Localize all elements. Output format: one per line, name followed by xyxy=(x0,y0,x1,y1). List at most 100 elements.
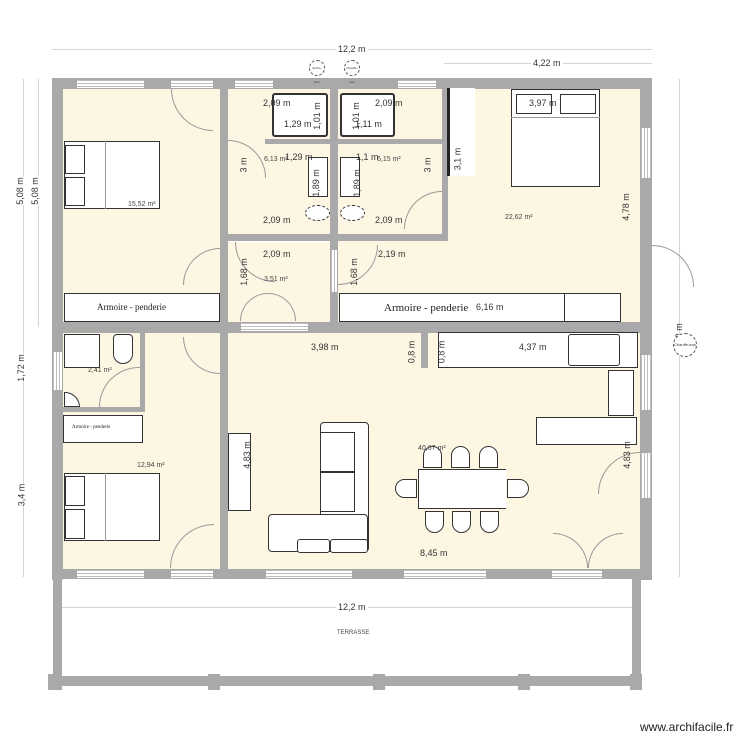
wall-top xyxy=(52,78,652,89)
dim-bath1-top: 1,29 m xyxy=(285,152,313,162)
bathtub-bath2 xyxy=(340,157,360,197)
toilet-wc xyxy=(113,334,133,364)
terrace-post-3 xyxy=(373,674,385,690)
area-bathroom2: 6,15 m² xyxy=(377,156,401,163)
dim-bath1-h: 1,89 m xyxy=(310,169,321,197)
bed-bedroom1-sheet-line xyxy=(105,141,106,209)
wardrobe-bedroom2 xyxy=(63,415,143,443)
window-bedroom3-right[interactable] xyxy=(641,128,651,178)
cooktop xyxy=(568,334,620,366)
dim-bath2-h: 1,89 m xyxy=(351,169,362,197)
dining-chair-left xyxy=(395,479,417,498)
window-bath2-top[interactable] xyxy=(398,80,436,88)
dining-chair-bottom-3 xyxy=(480,511,499,533)
window-living-bottom-1[interactable] xyxy=(266,570,352,578)
dim-shower1-w: 2,09 m xyxy=(263,98,291,108)
dim-hall-w: 2,09 m xyxy=(263,249,291,259)
terrace-wall-right xyxy=(632,578,641,688)
wall-bath-bottom xyxy=(228,234,448,241)
dim-line-left1 xyxy=(23,79,24,577)
wall-bottom xyxy=(52,569,652,579)
dim-wardrobe-w: 6,16 m xyxy=(476,302,504,312)
dim-bedroom3-h: 4,78 m xyxy=(620,193,631,221)
dim-shower2-inner: 1,11 m xyxy=(355,119,382,129)
area-living: 40,67 m² xyxy=(418,445,446,452)
dining-chair-top-1 xyxy=(423,446,442,468)
terrace-wall-bottom xyxy=(52,676,642,686)
dim-hall2-w: 2,19 m xyxy=(378,249,406,259)
dim-shower1-depth: 1,01 m xyxy=(311,102,322,130)
kitchen-island xyxy=(536,417,637,445)
toilet-bath2 xyxy=(340,205,365,221)
dim-bed3-w: 3,97 m xyxy=(529,98,557,108)
window-living-right[interactable] xyxy=(641,453,651,498)
area-wc: 2,41 m² xyxy=(88,367,112,374)
window-bedroom2-bottom-1[interactable] xyxy=(77,570,144,578)
kitchen-sink xyxy=(608,370,634,416)
dim-pillar1: 0,8 m xyxy=(406,340,417,364)
dim-kitchen-w: 4,37 m xyxy=(519,342,547,352)
bed-bedroom3-pillow-1 xyxy=(516,94,552,114)
dim-living-left-h: 4,83 m xyxy=(241,441,252,469)
window-wc-left[interactable] xyxy=(53,352,62,390)
window-hall-bottom[interactable] xyxy=(241,323,308,331)
dim-left-outer-2: 5,08 m xyxy=(29,177,40,205)
window-bedroom1-top-2[interactable] xyxy=(171,80,213,88)
dim-bath2-height: 3 m xyxy=(422,157,433,173)
bed-bedroom3-pillow-2 xyxy=(560,94,596,114)
dim-hall-h: 1,68 m xyxy=(238,258,249,286)
dim-hall2-h: 1,68 m xyxy=(348,258,359,286)
bed-bedroom2-pillow-1 xyxy=(65,476,85,506)
window-living-bottom-3[interactable] xyxy=(552,570,602,578)
dim-left-bottom: 3,4 m xyxy=(16,483,27,507)
window-bedroom1-top-1[interactable] xyxy=(77,80,144,88)
shower-bath1 xyxy=(272,93,328,137)
door-exterior-right[interactable] xyxy=(652,245,694,287)
area-hall: 3,51 m² xyxy=(264,276,288,283)
water-heater-tag-3: Chauffe-eau xyxy=(673,333,697,357)
dim-shower2-w: 2,09 m xyxy=(375,98,403,108)
dim-shower1-inner: 1,29 m xyxy=(284,119,312,129)
dim-pillar2: 0,8 m xyxy=(436,340,447,364)
shower-wc xyxy=(64,334,100,368)
terrace-label: TERRASSE xyxy=(337,630,370,636)
wall-bath-right xyxy=(442,78,448,240)
dim-bath1-height: 3 m xyxy=(238,157,249,173)
dim-line-right xyxy=(679,79,680,577)
dim-bath1-bottom: 2,09 m xyxy=(263,215,291,225)
window-bedroom2-bottom-2[interactable] xyxy=(171,570,213,578)
closet-bedroom3 xyxy=(447,88,475,176)
dim-top-total: 12,2 m xyxy=(336,44,368,54)
wall-mid-horizontal xyxy=(52,322,652,333)
wardrobe-bedroom3 xyxy=(339,293,565,322)
sofa-cushion-4 xyxy=(330,539,368,553)
bed-bedroom1-pillow-1 xyxy=(65,145,85,174)
terrace-wall-left xyxy=(53,578,62,688)
water-heater-tag-1: Seche-serv. xyxy=(309,60,325,84)
window-bath1-top[interactable] xyxy=(235,80,273,88)
shower-bath2 xyxy=(340,93,395,137)
dim-living-top: 3,98 m xyxy=(311,342,339,352)
wall-bath-divider xyxy=(330,78,338,322)
kitchenette-bedroom3 xyxy=(564,293,621,322)
terrace-post-4 xyxy=(518,674,530,690)
area-bedroom2: 12,94 m² xyxy=(137,462,165,469)
dim-living-bottom: 8,45 m xyxy=(420,548,448,558)
wall-vertical-left xyxy=(220,78,228,578)
dining-chair-top-2 xyxy=(451,446,470,468)
area-bedroom3: 22,62 m² xyxy=(505,214,533,221)
bathtub-bath1 xyxy=(308,157,328,197)
window-bath-divider[interactable] xyxy=(331,250,337,292)
sofa-cushion-2 xyxy=(320,472,355,512)
dim-left-mid: 1,72 m xyxy=(15,354,26,382)
window-living-bottom-2[interactable] xyxy=(404,570,486,578)
window-kitchen-right[interactable] xyxy=(641,355,651,410)
dining-chair-bottom-2 xyxy=(452,511,471,533)
bed-bedroom3-sheet-line xyxy=(511,117,600,118)
area-bedroom1: 15,52 m² xyxy=(128,201,156,208)
dim-bath2-bottom: 2,09 m xyxy=(375,215,403,225)
terrace-post-5 xyxy=(630,674,642,690)
pillar-living xyxy=(421,333,428,368)
tv-unit xyxy=(228,433,251,511)
dim-top-right: 4,22 m xyxy=(531,58,563,68)
